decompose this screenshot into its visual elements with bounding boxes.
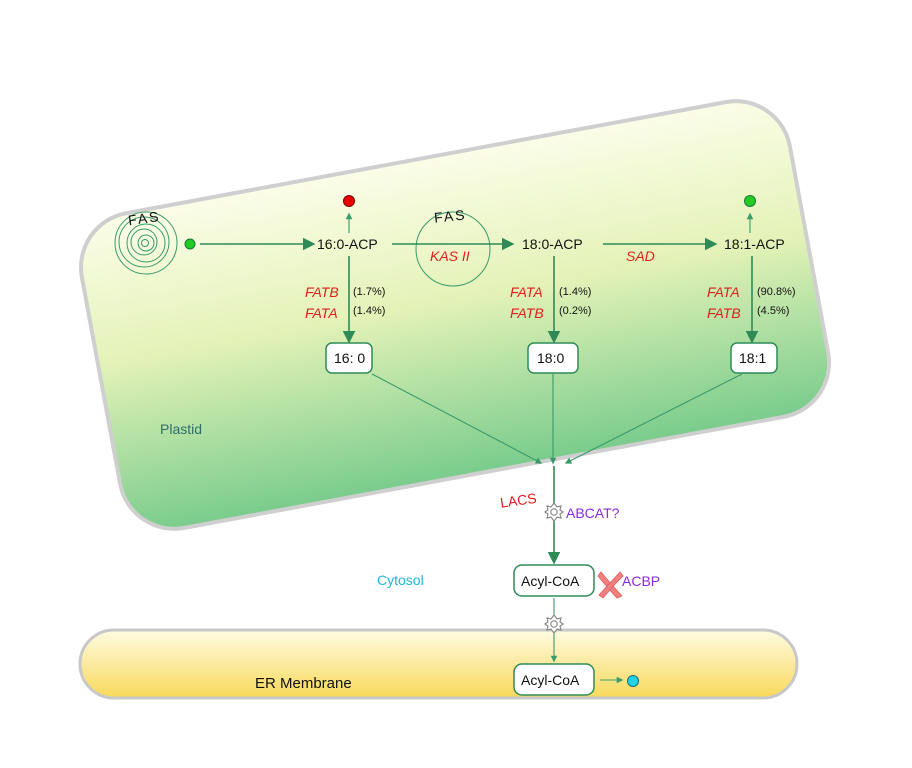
node-16-0-label: 16: 0 [334,350,365,366]
enzyme-col3-a: FATA [707,284,740,300]
percent-col1-a: (1.7%) [353,286,385,298]
node-18-0-label: 18:0 [537,350,564,366]
percent-col2-b: (0.2%) [559,305,591,317]
node-18-1-acp: 18:1-ACP [724,236,785,252]
red-dot [343,195,355,207]
percent-col3-a: (90.8%) [757,286,796,298]
fas-label-left: FAS [127,208,161,228]
enzyme-col2-b: FATB [510,305,544,321]
acbp-label: ACBP [622,573,660,589]
green-dot [744,195,756,207]
cytosol-label: Cytosol [377,572,424,588]
enzyme-col3-b: FATB [707,305,741,321]
enzyme-col1-b: FATA [305,305,338,321]
node-acyl-coa-cytosol: Acyl-CoA [513,564,595,597]
plastid-compartment [78,99,832,531]
node-acyl-coa-cytosol-label: Acyl-CoA [521,573,580,589]
enzyme-col1-a: FATB [305,284,339,300]
er-membrane [78,628,799,700]
plastid-label: Plastid [160,421,202,437]
node-16-0-acp: 16:0-ACP [317,236,378,252]
cyan-dot [627,675,639,687]
percent-col3-b: (4.5%) [757,305,789,317]
fas-label-mid: FAS [433,206,467,225]
percent-col2-a: (1.4%) [559,286,591,298]
gear-icon [543,502,565,522]
node-18-0-acp: 18:0-ACP [522,236,583,252]
node-18-1-label: 18:1 [739,350,766,366]
percent-col1-b: (1.4%) [353,305,385,317]
enzyme-lacs: LACS [499,490,537,511]
node-18-1: 18:1 [730,342,778,374]
node-acyl-coa-er-label: Acyl-CoA [521,672,580,688]
start-dot [184,238,196,250]
kas-ii-circle [415,211,491,287]
arrow-18-1-to-lacs [564,373,743,464]
x-cross-icon [597,571,624,599]
er-membrane-label: ER Membrane [255,675,352,692]
spiral-icon [114,211,178,275]
gear-icon [543,614,565,634]
enzyme-col2-a: FATA [510,284,543,300]
transporter-abcat: ABCAT? [566,505,620,521]
node-acyl-coa-er: Acyl-CoA [513,663,595,696]
node-16-0: 16: 0 [325,342,373,374]
enzyme-sad: SAD [626,248,655,264]
arrow-16-0-to-lacs [371,373,543,464]
enzyme-kas-ii: KAS II [430,248,470,264]
node-18-0: 18:0 [527,342,579,374]
